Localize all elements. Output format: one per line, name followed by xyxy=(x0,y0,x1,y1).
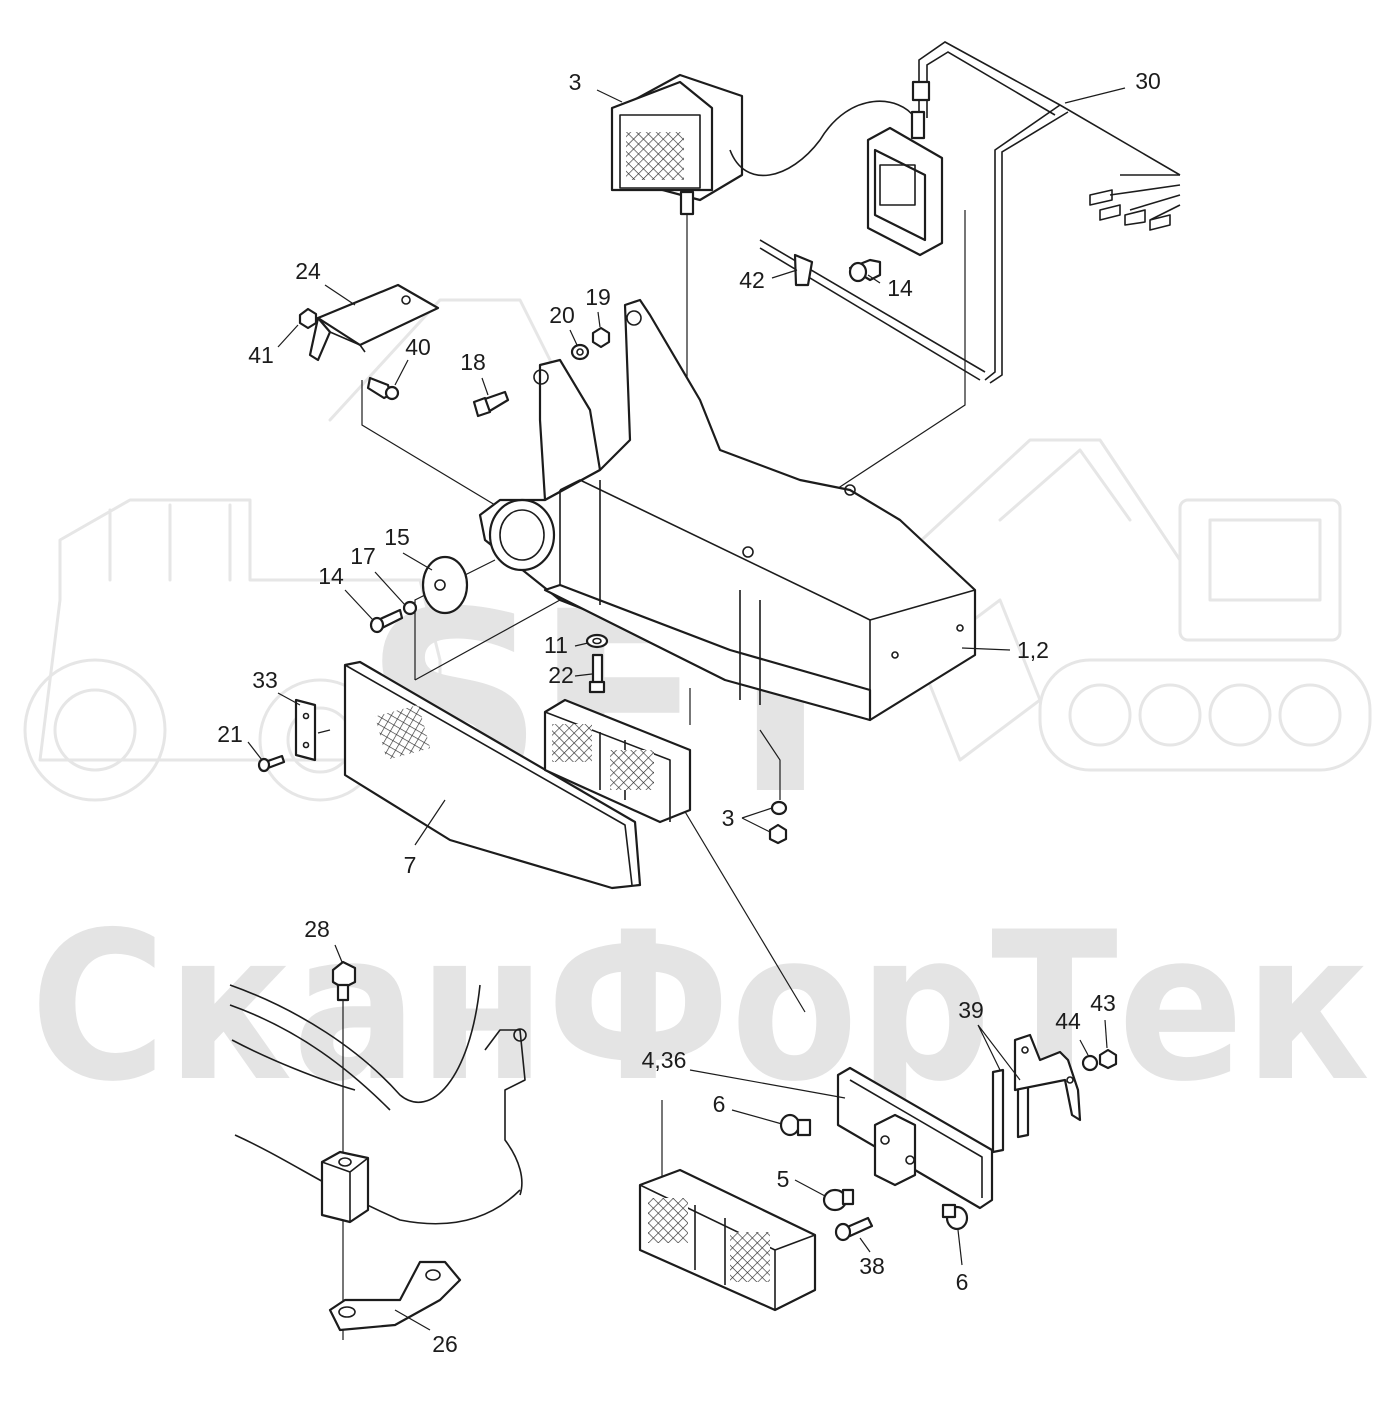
washer-part-3-lower xyxy=(770,800,788,816)
callout-15: 15 xyxy=(384,524,410,550)
callout-19: 19 xyxy=(585,284,611,310)
tail-lamp-part-4-36 xyxy=(836,1066,994,1210)
screw-part-38 xyxy=(834,1216,874,1242)
callout-42: 42 xyxy=(739,267,765,293)
bolt-part-40 xyxy=(366,376,400,401)
callout-41: 41 xyxy=(248,342,274,368)
callout-4-36: 4,36 xyxy=(642,1047,687,1073)
washer-part-11 xyxy=(585,633,609,649)
callout-22: 22 xyxy=(548,662,574,688)
screw-part-21 xyxy=(257,754,286,773)
callout-14-top: 14 xyxy=(887,275,913,301)
callout-44: 44 xyxy=(1055,1008,1081,1034)
bolt-part-18 xyxy=(472,390,510,418)
callout-26: 26 xyxy=(432,1331,458,1357)
callout-labels: 3 30 24 41 40 20 19 18 42 14 15 17 14 11… xyxy=(217,68,1161,1357)
callout-1-2: 1,2 xyxy=(1017,637,1049,663)
callout-28: 28 xyxy=(304,916,330,942)
bracket-part-26 xyxy=(328,1260,462,1332)
bulb-part-5 xyxy=(822,1188,855,1212)
tractor-frame-section xyxy=(229,984,527,1225)
main-frame-part-1-2 xyxy=(478,298,977,722)
callout-20: 20 xyxy=(549,302,575,328)
callout-33: 33 xyxy=(252,667,278,693)
plate-part-33 xyxy=(294,698,317,762)
callout-38: 38 xyxy=(859,1253,885,1279)
callout-7: 7 xyxy=(404,852,417,878)
callout-6-bottom: 6 xyxy=(956,1269,969,1295)
nut-part-19 xyxy=(591,326,611,349)
relay-and-harness-part-30 xyxy=(866,41,1181,384)
bracket-plate xyxy=(1013,1033,1082,1122)
callout-21: 21 xyxy=(217,721,243,747)
callout-39: 39 xyxy=(958,997,984,1023)
nut-part-41 xyxy=(298,307,318,330)
callout-11: 11 xyxy=(544,632,568,658)
lamp-lens-part-4 xyxy=(638,1168,817,1312)
bulb-part-6-bottom xyxy=(941,1203,969,1231)
watermark-tractor-icon xyxy=(23,298,562,802)
spacer-block xyxy=(320,1150,370,1224)
callout-leaders xyxy=(247,87,1126,1331)
glass-panel-part-7 xyxy=(343,660,642,890)
washer-part-44 xyxy=(1081,1054,1099,1072)
callout-5: 5 xyxy=(777,1166,790,1192)
screw-part-14-top xyxy=(848,258,882,283)
screw-part-14-left xyxy=(369,608,404,634)
nut-part-3-lower xyxy=(768,823,788,845)
callout-3-mid: 3 xyxy=(722,805,735,831)
washer-part-17 xyxy=(402,600,418,616)
gasket-part-39 xyxy=(991,1068,1030,1154)
callout-40: 40 xyxy=(405,334,431,360)
callout-18: 18 xyxy=(460,349,486,375)
cap-part-15 xyxy=(421,555,469,615)
bolt-part-22 xyxy=(588,653,606,694)
bulb-part-6-top xyxy=(779,1113,812,1137)
lamp-housing-part-3 xyxy=(543,698,692,824)
callout-17: 17 xyxy=(350,543,376,569)
callout-3-top: 3 xyxy=(569,69,582,95)
callout-43: 43 xyxy=(1090,990,1116,1016)
washer-part-20 xyxy=(570,343,590,361)
callout-14-left: 14 xyxy=(318,563,344,589)
bracket-part-24 xyxy=(308,283,440,362)
callout-6-top: 6 xyxy=(713,1091,726,1117)
callout-24: 24 xyxy=(295,258,321,284)
work-light-part-3 xyxy=(610,73,916,216)
bolt-part-28 xyxy=(331,960,357,1002)
callout-30: 30 xyxy=(1135,68,1161,94)
watermark-company-text: СканФорТек xyxy=(30,889,1370,1127)
assembly-guide-lines xyxy=(342,210,966,1340)
nut-part-43 xyxy=(1098,1048,1118,1070)
